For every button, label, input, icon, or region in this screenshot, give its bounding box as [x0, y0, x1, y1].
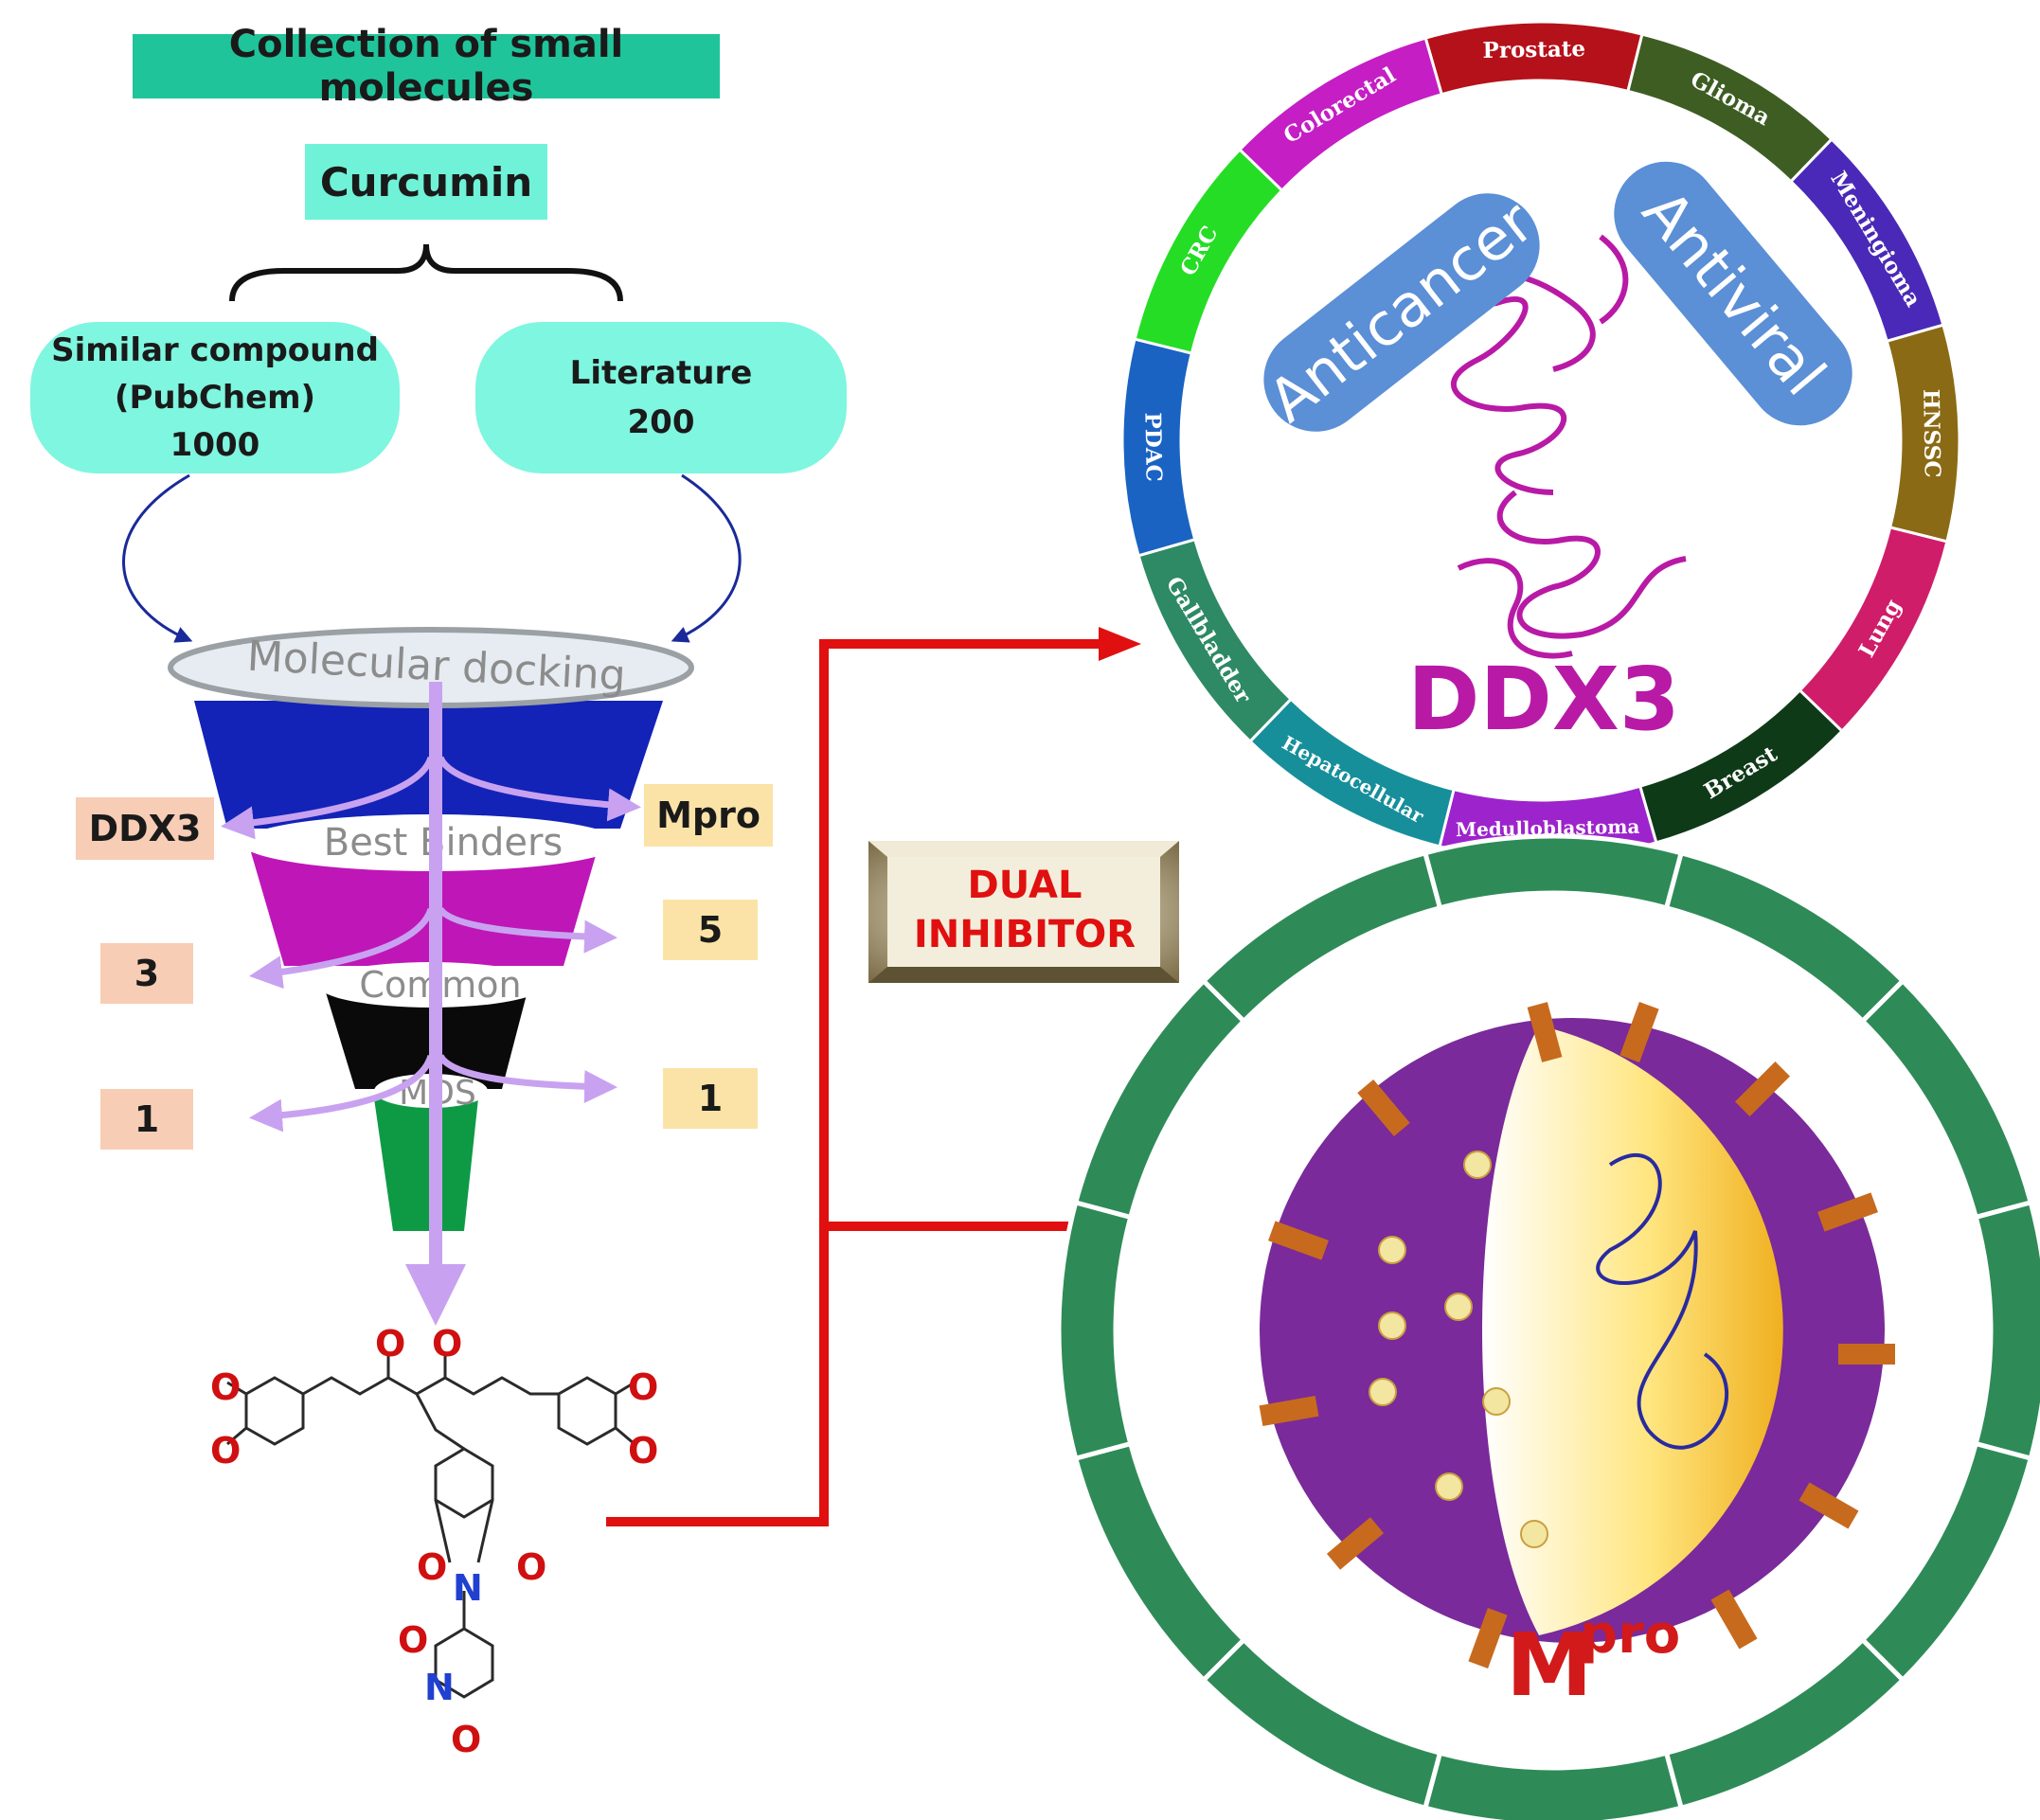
branch-ddx3-1 — [221, 756, 435, 840]
atom-o: O — [432, 1323, 462, 1365]
dual-text: DUAL — [968, 864, 1083, 907]
mpro-ring-segment — [1422, 833, 1685, 911]
atom-n: N — [424, 1667, 455, 1708]
atom-o: O — [516, 1546, 546, 1588]
mpro-ring-segment — [1663, 1636, 1906, 1811]
inhibitor-text: INHIBITOR — [914, 913, 1136, 956]
mpro-common-count-text: 5 — [697, 909, 724, 951]
mpro-title-main: M — [1506, 1615, 1593, 1716]
dual-inhibitor-badge: DUAL INHIBITOR — [868, 841, 1179, 983]
atom-o: O — [375, 1323, 405, 1365]
branch-mpro-3 — [437, 1054, 617, 1103]
literature-count: 200 — [627, 403, 695, 441]
red-connector — [606, 639, 1099, 1526]
molecule-structure — [226, 1354, 635, 1699]
similar-line2: (PubChem) — [114, 379, 316, 417]
ddx3-mds-count-text: 1 — [134, 1098, 160, 1140]
funnel-band-green — [374, 1098, 478, 1231]
atom-o: O — [210, 1366, 241, 1408]
mpro-side-label-text: Mpro — [656, 794, 761, 836]
ddx3-common-count-text: 3 — [134, 953, 160, 994]
piperidine-ring — [434, 1627, 494, 1699]
central-arrow-head — [405, 1264, 466, 1326]
arrow-literature-to-funnel — [671, 473, 742, 643]
similar-count: 1000 — [170, 426, 260, 464]
branch-mpro-2 — [438, 906, 617, 954]
surface-proteins — [1369, 1151, 1548, 1548]
mpro-mds-count-text: 1 — [697, 1078, 724, 1119]
curcumin-text: Curcumin — [319, 158, 533, 205]
ddx3-side-label-text: DDX3 — [88, 808, 202, 849]
ddx3-title: DDX3 — [1407, 649, 1680, 750]
atom-o: O — [628, 1430, 658, 1472]
atom-o: O — [628, 1366, 658, 1408]
ring-segment — [1237, 36, 1444, 193]
mpro-ring-segment — [1072, 977, 1247, 1221]
mpro-ring-segment — [1973, 1199, 2040, 1462]
mpro-mds-count: 1 — [663, 1068, 758, 1129]
mpro-ring-segment — [1859, 977, 2034, 1221]
anticancer-text: Anticancer — [1256, 187, 1547, 435]
molecule-atoms: O O O O O O O N O O N O — [210, 1323, 658, 1760]
title-box: Collection of small molecules — [133, 23, 720, 110]
title-text: Collection of small molecules — [228, 23, 624, 110]
mpro-ring-segment — [1056, 1199, 1134, 1462]
ring-segment-label: HNSSC — [1918, 389, 1945, 478]
ddx3-ring: ProstateGliomaMeningiomaHNSSCLungBreastM… — [1120, 20, 1961, 861]
branch-ddx3-3 — [249, 1054, 435, 1133]
literature-line1: Literature — [569, 354, 753, 392]
mpro-ring-segment — [1859, 1440, 2034, 1684]
right-benzene-ring — [557, 1376, 617, 1446]
funnel-band-black — [322, 980, 530, 1089]
branch-ddx3-2 — [249, 907, 435, 990]
atom-o: O — [398, 1619, 428, 1661]
isoindole-ring — [434, 1447, 494, 1519]
atom-o: O — [451, 1719, 481, 1760]
curcumin-box: Curcumin — [305, 144, 547, 220]
ddx3-side-label: DDX3 — [76, 797, 214, 860]
brace — [229, 243, 623, 302]
best-binders-text: Best Binders — [324, 821, 563, 865]
atom-n: N — [453, 1567, 483, 1609]
left-benzene-ring — [244, 1376, 305, 1446]
red-arrowhead-ddx3 — [1099, 627, 1141, 661]
mpro-ring-segment — [1200, 1636, 1443, 1811]
arrow-similar-to-funnel — [122, 473, 193, 643]
spike-proteins — [1259, 1002, 1895, 1668]
similar-line1: Similar compound — [51, 331, 379, 369]
mpro-title-sup: pro — [1580, 1604, 1680, 1666]
mpro-ring — [1056, 833, 2040, 1820]
atom-o: O — [210, 1430, 241, 1472]
mpro-ring-segment — [1200, 849, 1443, 1025]
atom-o: O — [417, 1546, 447, 1588]
mpro-ring-segment — [1072, 1440, 1247, 1684]
mpro-ring-segment — [1663, 849, 1906, 1025]
mpro-common-count: 5 — [663, 900, 758, 960]
branch-mpro-1 — [437, 756, 641, 822]
mpro-ring-segment — [1422, 1750, 1685, 1820]
similar-compound-pill: Similar compound (PubChem) 1000 — [30, 322, 400, 473]
ddx3-common-count: 3 — [100, 943, 193, 1004]
ring-segment-label: PDAC — [1139, 412, 1166, 482]
virus-particle — [1259, 1002, 1895, 1668]
mpro-side-label: Mpro — [644, 784, 773, 847]
literature-pill: Literature 200 — [475, 322, 847, 473]
ring-segment-label: Prostate — [1482, 36, 1585, 63]
ddx3-mds-count: 1 — [100, 1089, 193, 1150]
funnel-band-magenta — [251, 852, 597, 966]
